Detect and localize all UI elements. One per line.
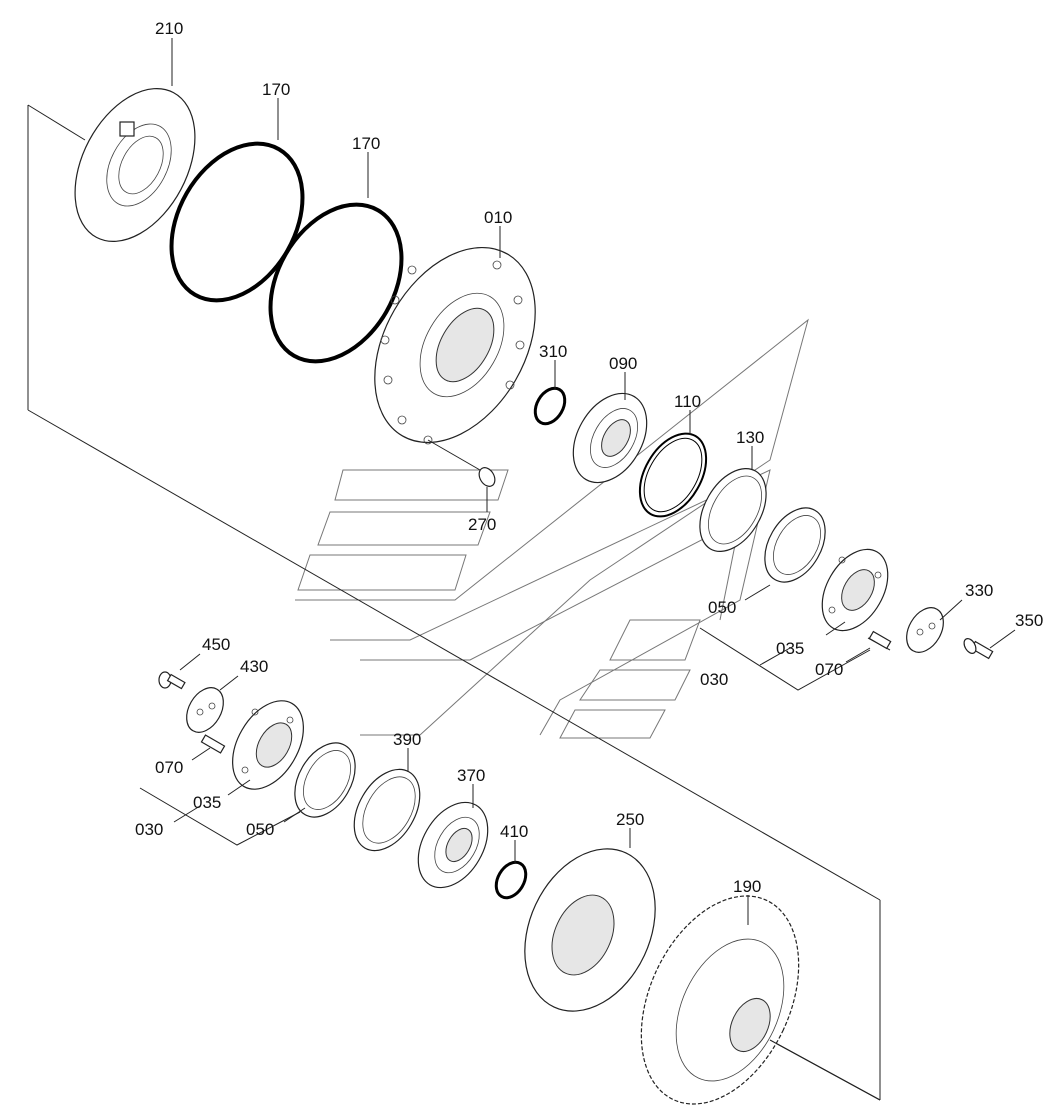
label-070-left: 070 [155,758,183,777]
part-170-o-ring-b [268,202,404,364]
part-090-bearing [572,392,648,484]
label-035-right: 035 [776,639,804,658]
leader-lines [171,38,1016,925]
label-450: 450 [202,635,230,654]
part-350-bolt [963,638,994,660]
part-070-stud-left [200,734,226,754]
watermark-logo [295,318,809,739]
label-050-left: 050 [246,820,274,839]
label-250: 250 [616,810,644,829]
part-050-seal-left [294,742,356,818]
part-010-housing [374,246,536,445]
part-330-washer [906,607,944,653]
label-170-b: 170 [352,134,380,153]
part-370-bearing [417,801,489,889]
label-130: 130 [736,428,764,447]
part-110-snap-ring [638,432,708,518]
part-210-retaining-plate [74,87,196,243]
part-130-shim-ring [699,467,767,553]
part-035-flange-right [821,548,889,632]
part-labels: 210 170 170 010 310 090 110 130 270 050 … [135,19,1043,896]
part-450-bolt [158,671,186,690]
label-030-right: 030 [700,670,728,689]
label-370: 370 [457,766,485,785]
part-050-seal-right [764,507,826,583]
label-350: 350 [1015,611,1043,630]
part-310-o-ring [533,386,567,426]
part-410-o-ring [494,860,528,900]
label-430: 430 [240,657,268,676]
label-050-right: 050 [708,598,736,617]
label-110: 110 [674,392,701,411]
part-035-flange-left [232,700,304,790]
part-430-washer [186,687,224,733]
label-170-a: 170 [262,80,290,99]
label-270: 270 [468,515,496,534]
label-310: 310 [539,342,567,361]
label-190: 190 [733,877,761,896]
label-010: 010 [484,208,512,227]
part-250-cover [524,848,656,1012]
label-070-right: 070 [815,660,843,679]
label-390: 390 [393,730,421,749]
label-090: 090 [609,354,637,373]
label-410: 410 [500,822,528,841]
part-070-stud-right [867,630,892,651]
part-390-shim-ring [353,768,421,852]
label-210: 210 [155,19,183,38]
label-030-left: 030 [135,820,163,839]
part-270-bolt [427,439,496,487]
label-035-left: 035 [193,793,221,812]
part-190-gear [640,895,881,1105]
label-330: 330 [965,581,993,600]
